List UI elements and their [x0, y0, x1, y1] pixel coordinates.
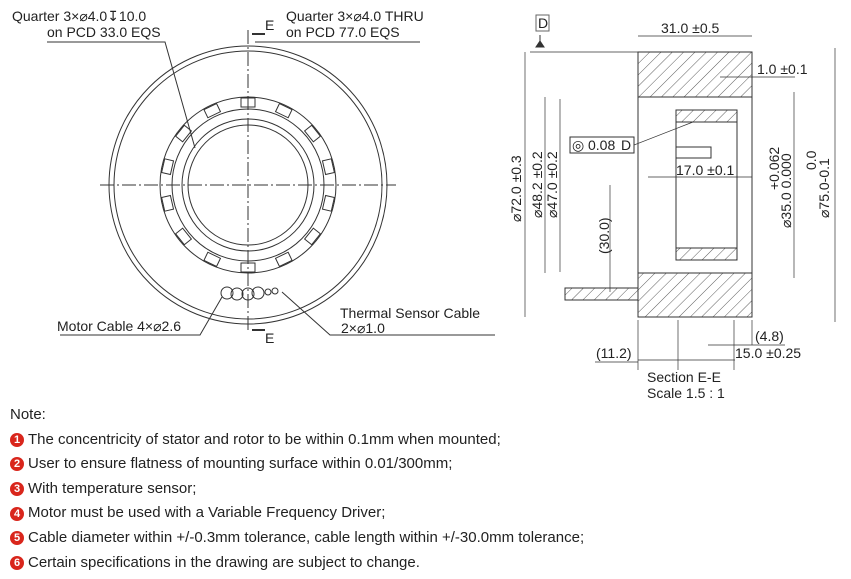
note-text: Certain specifications in the drawing ar… [28, 553, 420, 571]
stator-slot [174, 227, 193, 246]
dim-dia-47: ⌀47.0 ±0.2 [544, 151, 560, 218]
dim-dia-75: ⌀75.0-0.1 [816, 158, 832, 218]
section-mark-top: E [265, 17, 274, 33]
leader-motor-cable [60, 296, 223, 336]
datum-box [535, 14, 550, 32]
section-view [524, 35, 836, 370]
note-item: 1 The concentricity of stator and rotor t… [10, 428, 584, 453]
dim-dia-35: ⌀35.0 0.000 [778, 153, 794, 228]
note-number-badge: 3 [10, 482, 24, 497]
note-number-badge: 2 [10, 457, 24, 472]
stator-slot [274, 251, 293, 268]
note-item: 4 Motor must be used with a Variable Freq… [10, 501, 584, 526]
dim-17: 17.0 ±0.1 [676, 162, 734, 178]
note-number-badge: 4 [10, 506, 24, 521]
stator-slot [274, 102, 293, 119]
thermal-sensor-label: Thermal Sensor Cable [340, 305, 480, 321]
stator-slot [321, 158, 335, 176]
notes: Note: 1 The concentricity of stator and r… [10, 403, 584, 575]
dim-dia-75-tol: 0.0 [803, 150, 819, 170]
note-text: The concentricity of stator and rotor to… [28, 430, 501, 448]
front-view [47, 30, 495, 336]
concentricity-symbol: ◎ [572, 137, 584, 153]
stator-slot [303, 124, 322, 143]
section-mark-bottom: E [265, 330, 274, 346]
stator-slot [321, 194, 335, 212]
leader-thermal [281, 291, 495, 336]
dim-1-0: 1.0 ±0.1 [757, 61, 808, 77]
leader-pcd33 [47, 41, 196, 149]
concentricity-value: 0.08 [588, 137, 615, 153]
section-scale: Scale 1.5 : 1 [647, 385, 725, 400]
note-item: 5 Cable diameter within +/-0.3mm toleranc… [10, 526, 584, 551]
note-text: Motor must be used with a Variable Frequ… [28, 504, 386, 522]
note-number-badge: 1 [10, 432, 24, 447]
stator-slots [161, 97, 335, 273]
note-text: Cable diameter within +/-0.3mm tolerance… [28, 528, 585, 546]
note-item: 3 With temperature sensor; [10, 477, 584, 502]
stator-slot [161, 194, 175, 212]
dim-11-2: (11.2) [596, 345, 632, 361]
thermal-sensor-size: 2×⌀1.0 [341, 320, 385, 336]
note-item: 2 User to ensure flatness of mounting sur… [10, 452, 584, 477]
pcd33-callout-1: Quarter 3×⌀4.0↧10.0 [12, 8, 146, 24]
pcd77-callout-1: Quarter 3×⌀4.0 THRU [286, 8, 424, 24]
motor-cable-label: Motor Cable 4×⌀2.6 [57, 318, 181, 334]
section-title: Section E-E [647, 369, 721, 385]
stator-slot [161, 158, 175, 176]
pcd77-callout-2: on PCD 77.0 EQS [286, 24, 400, 40]
stator-slot [303, 227, 322, 246]
note-text: With temperature sensor; [28, 479, 197, 497]
technical-drawing: Quarter 3×⌀4.0↧10.0 on PCD 33.0 EQS Quar… [12, 8, 836, 400]
cable-holes [220, 286, 279, 301]
stator-slot [203, 251, 222, 268]
note-item: 6 Certain specifications in the drawing a… [10, 551, 584, 576]
dim-dia-72: ⌀72.0 ±0.3 [508, 155, 524, 222]
dim-15: 15.0 ±0.25 [735, 345, 801, 361]
dim-dia-48-2: ⌀48.2 ±0.2 [529, 151, 545, 218]
dim-overall-width: 31.0 ±0.5 [661, 20, 719, 36]
pcd33-callout-2: on PCD 33.0 EQS [47, 24, 161, 40]
concentricity-datum: D [621, 137, 631, 153]
concentricity-frame [569, 136, 635, 154]
stator-slot [174, 124, 193, 143]
dim-30: (30.0) [596, 217, 612, 254]
notes-heading: Note: [10, 406, 46, 423]
note-number-badge: 5 [10, 531, 24, 546]
datum-label: D [538, 15, 548, 31]
dim-dia-35-tol: +0.062 [766, 147, 782, 190]
note-text: User to ensure flatness of mounting surf… [28, 455, 453, 473]
stator-slot [203, 102, 222, 119]
dim-4-8: (4.8) [755, 328, 784, 344]
note-number-badge: 6 [10, 555, 24, 570]
